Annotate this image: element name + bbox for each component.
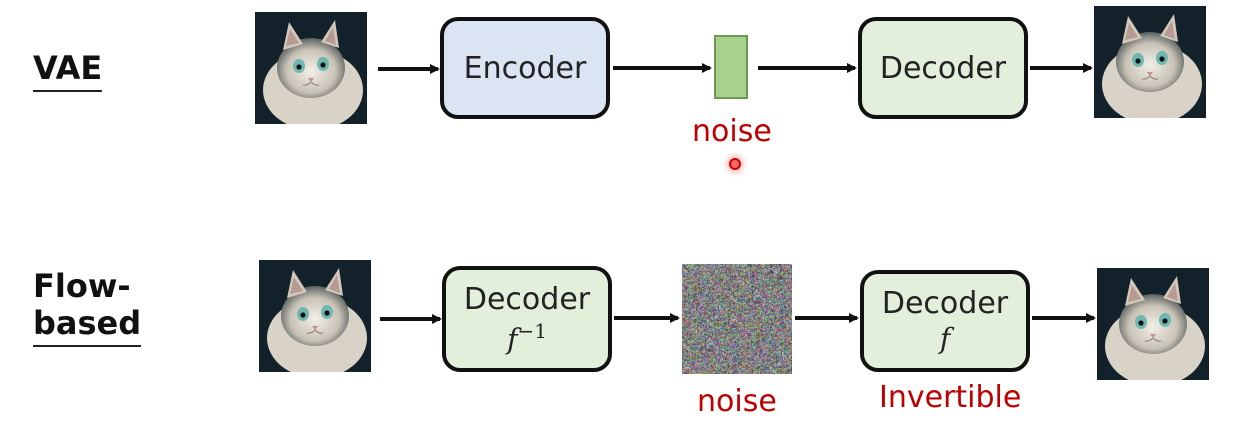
vae-encoder-box: Encoder	[440, 17, 610, 119]
flow-inverse-decoder-label: Decoder	[463, 281, 591, 317]
flow-based-row-label: Flow- based	[33, 267, 142, 347]
invertible-caption: Invertible	[879, 380, 1022, 415]
vae-latent-vector	[714, 35, 748, 99]
flow-decoder-label: Decoder	[881, 286, 1009, 322]
vae-noise-caption: noise	[692, 114, 772, 149]
laser-pointer-dot-icon	[729, 158, 741, 170]
flow-inverse-decoder-box: Decoder f−1	[442, 266, 612, 372]
flow-based-label-line2: based	[33, 304, 142, 347]
flow-decoder-math: f	[939, 322, 951, 356]
encoder-label: Encoder	[463, 50, 587, 86]
flow-inverse-decoder-math: f−1	[507, 318, 547, 356]
vae-decoder-box: Decoder	[858, 17, 1028, 119]
flow-noise-caption: noise	[697, 384, 777, 419]
flow-noise-image	[682, 264, 792, 374]
flow-input-cat-image	[259, 260, 371, 372]
vae-decoder-label: Decoder	[879, 50, 1007, 86]
vae-input-cat-image	[255, 12, 367, 124]
flow-based-label-line1: Flow-	[33, 267, 131, 305]
vae-output-cat-image	[1094, 6, 1206, 118]
vae-row-label: VAE	[33, 50, 103, 92]
flow-output-cat-image	[1097, 268, 1209, 380]
flow-decoder-box: Decoder f	[860, 270, 1030, 372]
